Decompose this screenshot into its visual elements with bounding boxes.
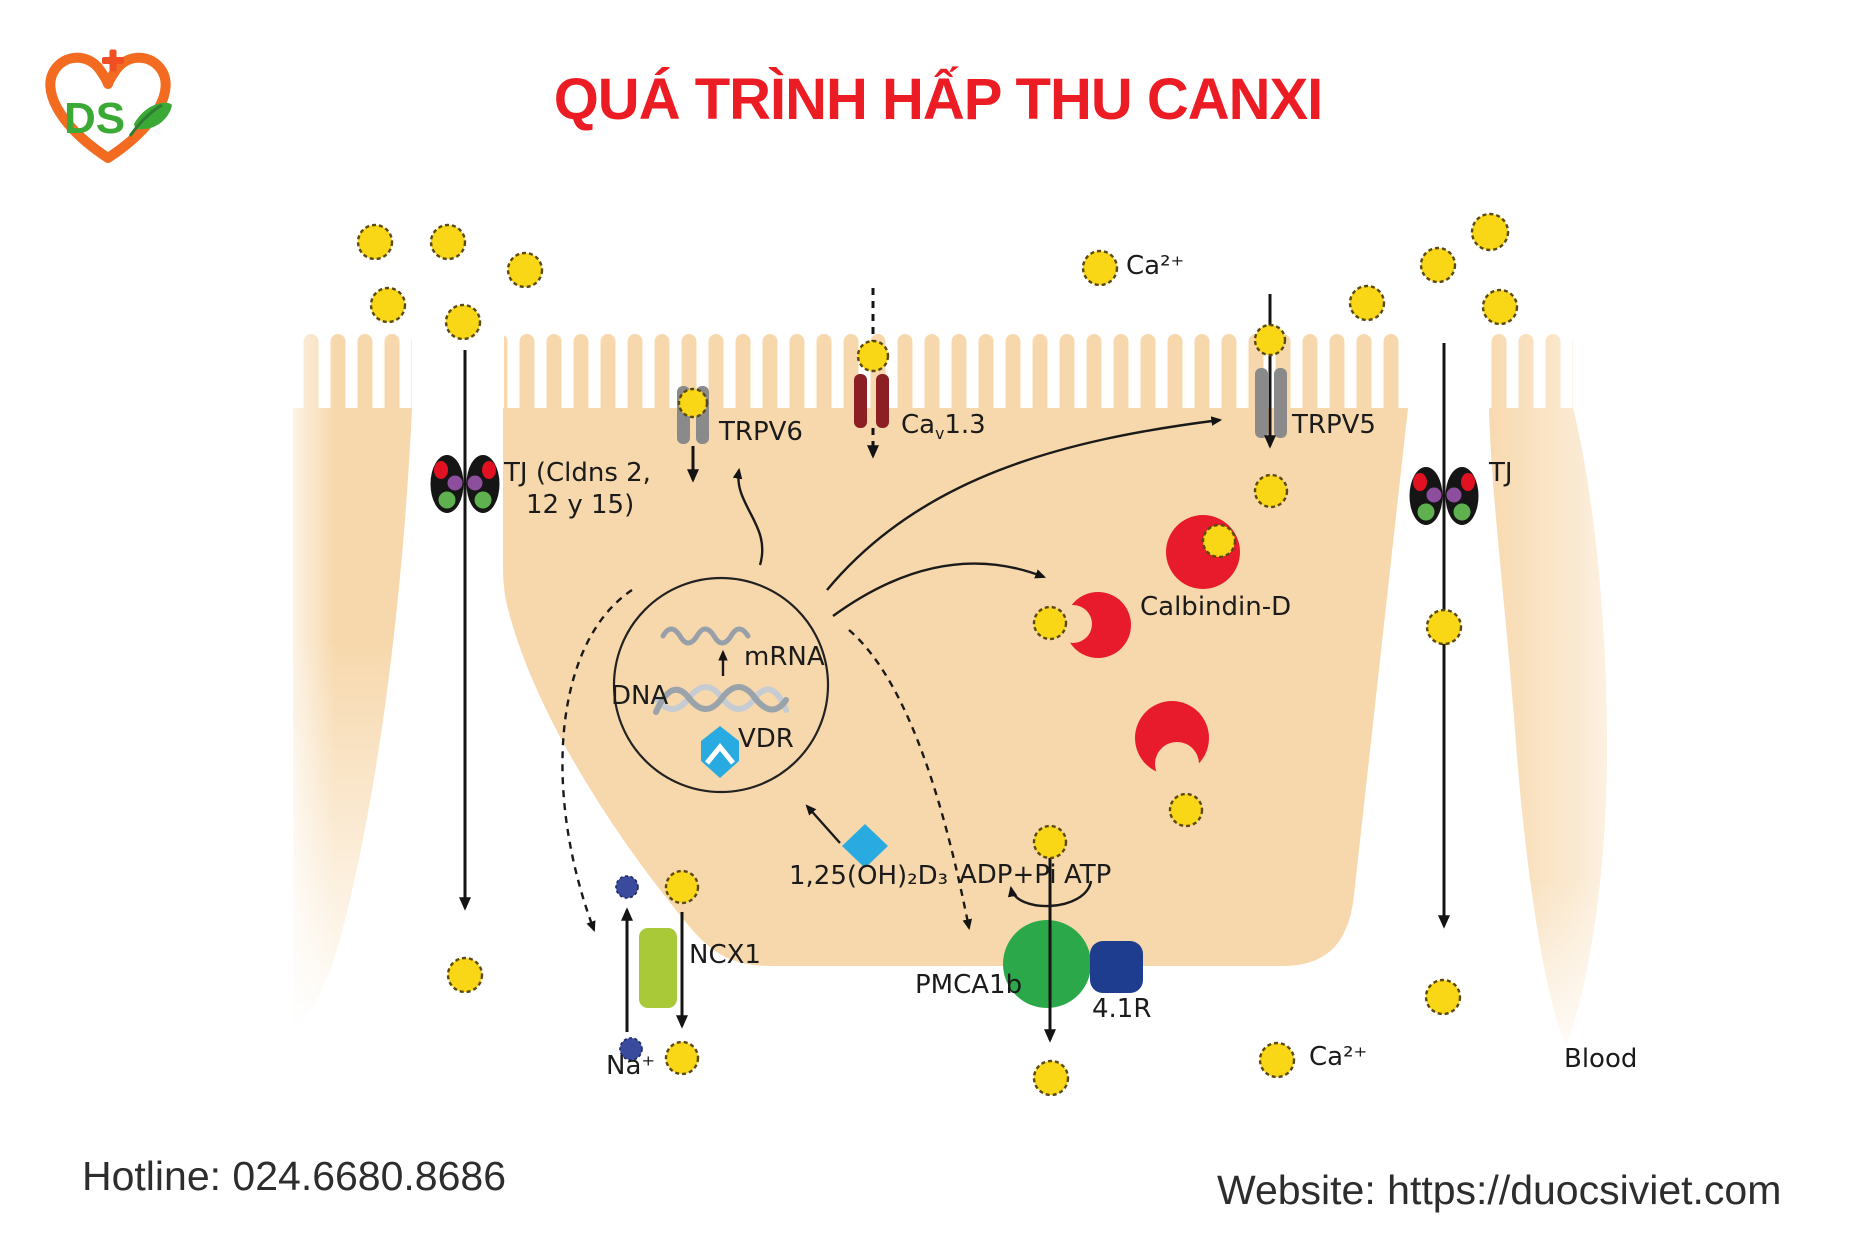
dna-strand-icon xyxy=(653,684,789,715)
right-cell-bottom-fade xyxy=(1480,880,1660,1080)
41r-protein xyxy=(1090,941,1143,993)
cav13-label-post: 1.3 xyxy=(944,410,986,440)
ca-ion xyxy=(664,869,700,905)
mrna-label: mRNA xyxy=(744,642,825,672)
na-label: Na⁺ xyxy=(606,1051,656,1081)
calbindin-group xyxy=(1054,515,1240,786)
vdr-chevron xyxy=(705,743,735,765)
gene-transcription-group xyxy=(653,626,888,868)
ca-ion xyxy=(664,1040,700,1076)
left-cell-edge-fade xyxy=(280,330,335,1030)
logo-heart-icon xyxy=(45,52,171,163)
upregulate-calbindin-arrow xyxy=(832,562,1047,617)
mrna-icon xyxy=(660,626,751,646)
ca-ion xyxy=(1253,473,1289,509)
upregulate-trpv5-arrow xyxy=(826,416,1223,591)
tj-right-label: TJ xyxy=(1489,458,1513,488)
ca-ion xyxy=(1032,1059,1070,1097)
pmca1b-pump xyxy=(1003,920,1091,1008)
ca-ion xyxy=(1348,284,1386,322)
vitamin-d-label: 1,25(OH)₂D₃ xyxy=(789,861,949,891)
na-ion xyxy=(615,875,639,899)
ca-ion xyxy=(1470,212,1510,252)
tight-junction-right xyxy=(1409,467,1479,525)
upregulate-ncx1-arrow xyxy=(561,589,633,933)
cav13-label: Cav1.3 xyxy=(901,411,986,443)
vitd-to-vdr-arrow xyxy=(805,804,841,844)
ncx1-label: NCX1 xyxy=(689,940,761,970)
nucleus-outline xyxy=(612,576,830,794)
ca-ion xyxy=(1258,1041,1296,1079)
ca-ion xyxy=(506,251,544,289)
ca-ion xyxy=(1424,978,1462,1016)
page-title: QUÁ TRÌNH HẤP THU CANXI xyxy=(553,67,1324,132)
logo-cross-icon xyxy=(102,49,124,72)
blood-label: Blood xyxy=(1564,1044,1638,1074)
ca-label-bottom: Ca²⁺ xyxy=(1309,1042,1368,1072)
vitamin-d-diamond-icon xyxy=(842,824,888,868)
cav13-label-sub: v xyxy=(935,425,945,444)
ca-ion xyxy=(1032,824,1068,860)
vdr-icon xyxy=(701,726,739,778)
calbindin-crescent-bite xyxy=(1155,742,1199,786)
ca-ion xyxy=(1425,608,1463,646)
tj-left-label-line1: TJ (Cldns 2, xyxy=(504,458,651,488)
ca-ion xyxy=(444,303,482,341)
logo-leaf-stem xyxy=(128,103,163,137)
ca-ion xyxy=(677,387,709,419)
atp-label: ATP xyxy=(1064,860,1112,890)
pmca1b-label: PMCA1b xyxy=(915,970,1023,1000)
upregulate-trpv6-arrow xyxy=(732,467,764,566)
na-ion xyxy=(619,1037,643,1061)
atp-adp-cycle-arrow xyxy=(1007,880,1093,908)
hotline-text: Hotline: 024.6680.8686 xyxy=(82,1153,507,1199)
tj-left-label-line2: 12 y 15) xyxy=(526,490,635,520)
cav13-channel xyxy=(854,374,889,428)
logo-text: DS xyxy=(64,94,125,143)
dna-label: DNA xyxy=(611,681,669,711)
calcium-ions xyxy=(356,212,1519,1097)
ca-ion xyxy=(1481,288,1519,326)
ca-ion xyxy=(1419,246,1457,284)
ca-ion xyxy=(1032,605,1068,641)
ca-ion xyxy=(1201,523,1237,559)
ca-ion xyxy=(429,223,467,261)
ca-ion xyxy=(1168,792,1204,828)
vdr-label: VDR xyxy=(738,724,794,754)
logo: DS xyxy=(45,49,172,163)
trpv5-label: TRPV5 xyxy=(1292,410,1376,440)
microvilli-brush-border xyxy=(294,330,1573,410)
tight-junction-left xyxy=(430,455,500,513)
ca-ion xyxy=(369,286,407,324)
cav13-label-pre: Ca xyxy=(901,410,936,440)
ca-ion xyxy=(446,956,484,994)
logo-leaf-icon xyxy=(134,102,172,130)
website-text: Website: https://duocsiviet.com xyxy=(1217,1167,1782,1213)
41r-label: 4.1R xyxy=(1092,994,1152,1024)
ca-label-top: Ca²⁺ xyxy=(1126,251,1185,281)
trpv5-channel xyxy=(1255,368,1287,438)
ca-ion xyxy=(356,223,394,261)
sodium-ions xyxy=(615,875,643,1061)
ncx1-transporter xyxy=(639,928,677,1008)
ca-ion xyxy=(1081,249,1119,287)
calbindin-label: Calbindin-D xyxy=(1140,592,1292,622)
trpv6-label: TRPV6 xyxy=(719,417,803,447)
adp-label: ADP+Pi xyxy=(959,860,1057,890)
ca-ion xyxy=(856,339,890,373)
ca-ion xyxy=(1253,323,1287,357)
